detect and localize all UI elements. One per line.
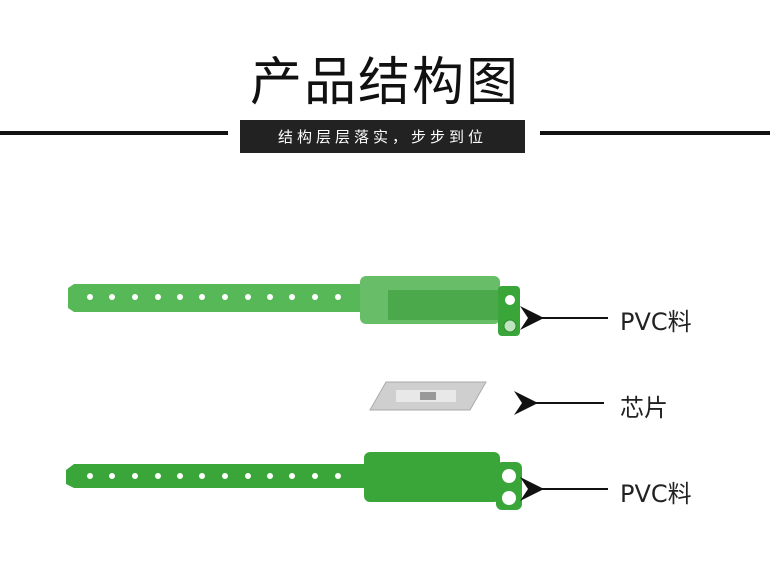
bottom-wristband — [66, 452, 522, 510]
label-pvc-top: PVC料 — [620, 308, 692, 336]
label-chip: 芯片 — [620, 394, 668, 422]
rfid-chip — [369, 381, 487, 411]
top-wristband-holes — [87, 294, 341, 300]
label-pvc-bottom: PVC料 — [620, 480, 692, 508]
bottom-wristband-holes — [87, 473, 341, 479]
top-wristband — [68, 276, 520, 336]
page-title: 产品结构图 — [249, 53, 520, 113]
subtitle-banner: 结构层层落实，步步到位 — [240, 120, 525, 153]
right-rule — [540, 131, 770, 135]
left-rule — [0, 131, 228, 135]
